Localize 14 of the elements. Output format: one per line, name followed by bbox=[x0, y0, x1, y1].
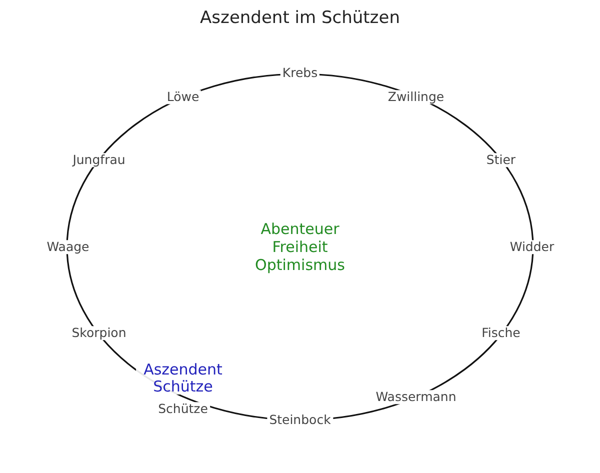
sign-label: Fische bbox=[480, 326, 522, 340]
sign-label: Jungfrau bbox=[70, 153, 128, 167]
sign-label: Löwe bbox=[164, 90, 202, 104]
sign-label: Skorpion bbox=[70, 326, 128, 340]
sign-label: Schütze bbox=[156, 402, 210, 416]
sign-label: Widder bbox=[508, 240, 556, 254]
sign-label: Zwillinge bbox=[386, 90, 446, 104]
chart-title: Aszendent im Schützen bbox=[200, 8, 400, 28]
sign-label: Waage bbox=[44, 240, 92, 254]
sign-label: Wassermann bbox=[374, 390, 458, 404]
center-text: Abenteuer Freiheit Optimismus bbox=[254, 220, 346, 274]
sign-label: Steinbock bbox=[267, 413, 333, 427]
sign-label: Stier bbox=[484, 153, 518, 167]
sign-label: Krebs bbox=[280, 66, 320, 80]
